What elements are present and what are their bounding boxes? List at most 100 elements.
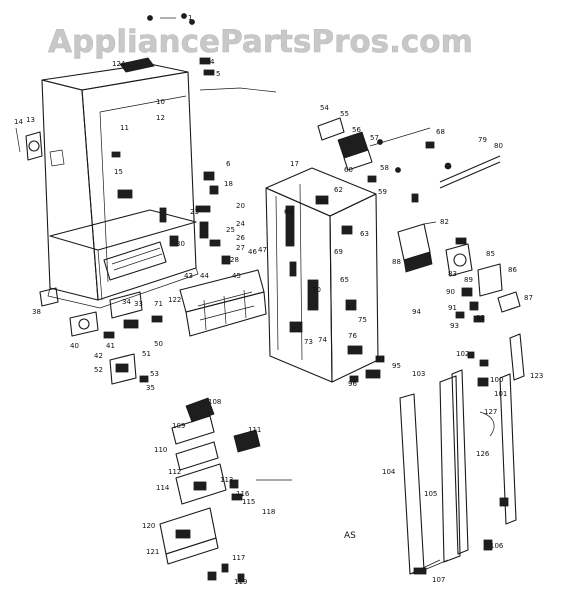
- callout-43: 43: [184, 272, 193, 280]
- callout-122: 122: [168, 296, 181, 304]
- callout-42: 42: [94, 352, 103, 360]
- callout-52: 52: [94, 366, 103, 374]
- callout-114: 114: [156, 484, 170, 492]
- callout-127: 127: [484, 408, 497, 416]
- callout-69: 69: [334, 248, 343, 256]
- callout-68: 68: [436, 128, 445, 136]
- callout-95: 95: [392, 362, 401, 370]
- callout-109: 109: [172, 422, 185, 430]
- callout-labels: 124 13 14 1 4 5 10 11 12 15 6 18 20 23 2…: [14, 14, 543, 586]
- callout-97: 97: [376, 356, 385, 364]
- callout-118: 118: [262, 508, 275, 516]
- callout-113: 113: [220, 476, 233, 484]
- callout-115: 115: [242, 498, 255, 506]
- callout-59: 59: [378, 188, 387, 196]
- callout-76: 76: [348, 332, 357, 340]
- callout-14: 14: [14, 118, 23, 126]
- callout-110: 110: [154, 446, 167, 454]
- callout-85: 85: [486, 250, 495, 258]
- callout-11: 11: [120, 124, 129, 132]
- callout-107: 107: [432, 576, 445, 584]
- callout-96: 96: [348, 380, 357, 388]
- callout-75: 75: [358, 316, 367, 324]
- damper-box: [397, 221, 437, 273]
- callout-126: 126: [476, 450, 490, 458]
- callout-60: 60: [344, 166, 353, 174]
- callout-4: 4: [210, 58, 215, 66]
- callout-104: 104: [382, 468, 396, 476]
- callout-28: 28: [230, 256, 239, 264]
- callout-51: 51: [142, 350, 151, 358]
- callout-41: 41: [106, 342, 115, 350]
- callout-63: 63: [360, 230, 369, 238]
- callout-35: 35: [146, 384, 155, 392]
- control-housing: [317, 117, 431, 183]
- callout-58: 58: [380, 164, 389, 172]
- right-hardware: [455, 287, 521, 323]
- callout-61: 61: [320, 198, 329, 206]
- door-strips: [399, 333, 525, 575]
- icemaker-parts: [159, 397, 292, 583]
- callout-73: 73: [304, 338, 313, 346]
- callout-72: 72: [292, 326, 301, 334]
- callout-74: 74: [318, 336, 327, 344]
- callout-83: 83: [448, 270, 457, 278]
- callout-106: 106: [490, 542, 504, 550]
- callout-55: 55: [340, 110, 349, 118]
- callout-101: 101: [494, 390, 507, 398]
- callout-5: 5: [216, 70, 220, 78]
- callout-89: 89: [464, 276, 473, 284]
- callout-62: 62: [334, 186, 343, 194]
- callout-82: 82: [440, 218, 449, 226]
- callout-64: 64: [284, 208, 293, 216]
- callout-15: 15: [114, 168, 123, 176]
- top-hardware: [147, 13, 215, 76]
- callout-92: 92: [476, 314, 485, 322]
- watermark-text: AppliancePartsPros.com: [48, 24, 473, 60]
- callout-54: 54: [320, 104, 329, 112]
- callout-108: 108: [208, 398, 221, 406]
- callout-26: 26: [236, 234, 245, 242]
- liner-trim-parts: [349, 355, 385, 383]
- callout-23: 23: [190, 208, 199, 216]
- callout-105: 105: [424, 490, 437, 498]
- callout-123: 123: [530, 372, 543, 380]
- callout-6: 6: [226, 160, 231, 168]
- callout-93: 93: [450, 322, 459, 330]
- callout-45: 45: [232, 272, 241, 280]
- callout-47: 47: [258, 246, 267, 254]
- callout-57: 57: [370, 134, 379, 142]
- lower-grille-assembly: [179, 269, 267, 337]
- callout-27: 27: [236, 244, 245, 252]
- callout-116: 116: [236, 490, 250, 498]
- callout-38: 38: [32, 308, 41, 316]
- callout-71: 71: [154, 300, 163, 308]
- callout-24: 24: [236, 220, 245, 228]
- callout-77: 77: [346, 304, 355, 312]
- callout-91: 91: [448, 304, 457, 312]
- callout-17: 17: [290, 160, 299, 168]
- callout-102: 102: [456, 350, 469, 358]
- cabinet-side-hardware: [195, 171, 231, 265]
- callout-20: 20: [236, 202, 245, 210]
- callout-111: 111: [248, 426, 261, 434]
- defrost-tube: [411, 141, 501, 203]
- callout-44: 44: [200, 272, 209, 280]
- callout-10: 10: [156, 98, 165, 106]
- callout-70: 70: [312, 286, 321, 294]
- callout-65: 65: [340, 276, 349, 284]
- callout-30: 30: [176, 240, 185, 248]
- callout-87: 87: [524, 294, 533, 302]
- callout-94: 94: [412, 308, 421, 316]
- callout-100: 100: [490, 376, 503, 384]
- callout-56: 56: [352, 126, 361, 134]
- callout-33: 33: [134, 300, 143, 308]
- lower-left-components: [39, 287, 163, 385]
- callout-40: 40: [70, 342, 79, 350]
- callout-50: 50: [154, 340, 163, 348]
- callout-119: 119: [234, 578, 247, 586]
- callout-12: 12: [156, 114, 165, 122]
- callout-121: 121: [146, 548, 159, 556]
- diagram-code: AS: [344, 531, 356, 541]
